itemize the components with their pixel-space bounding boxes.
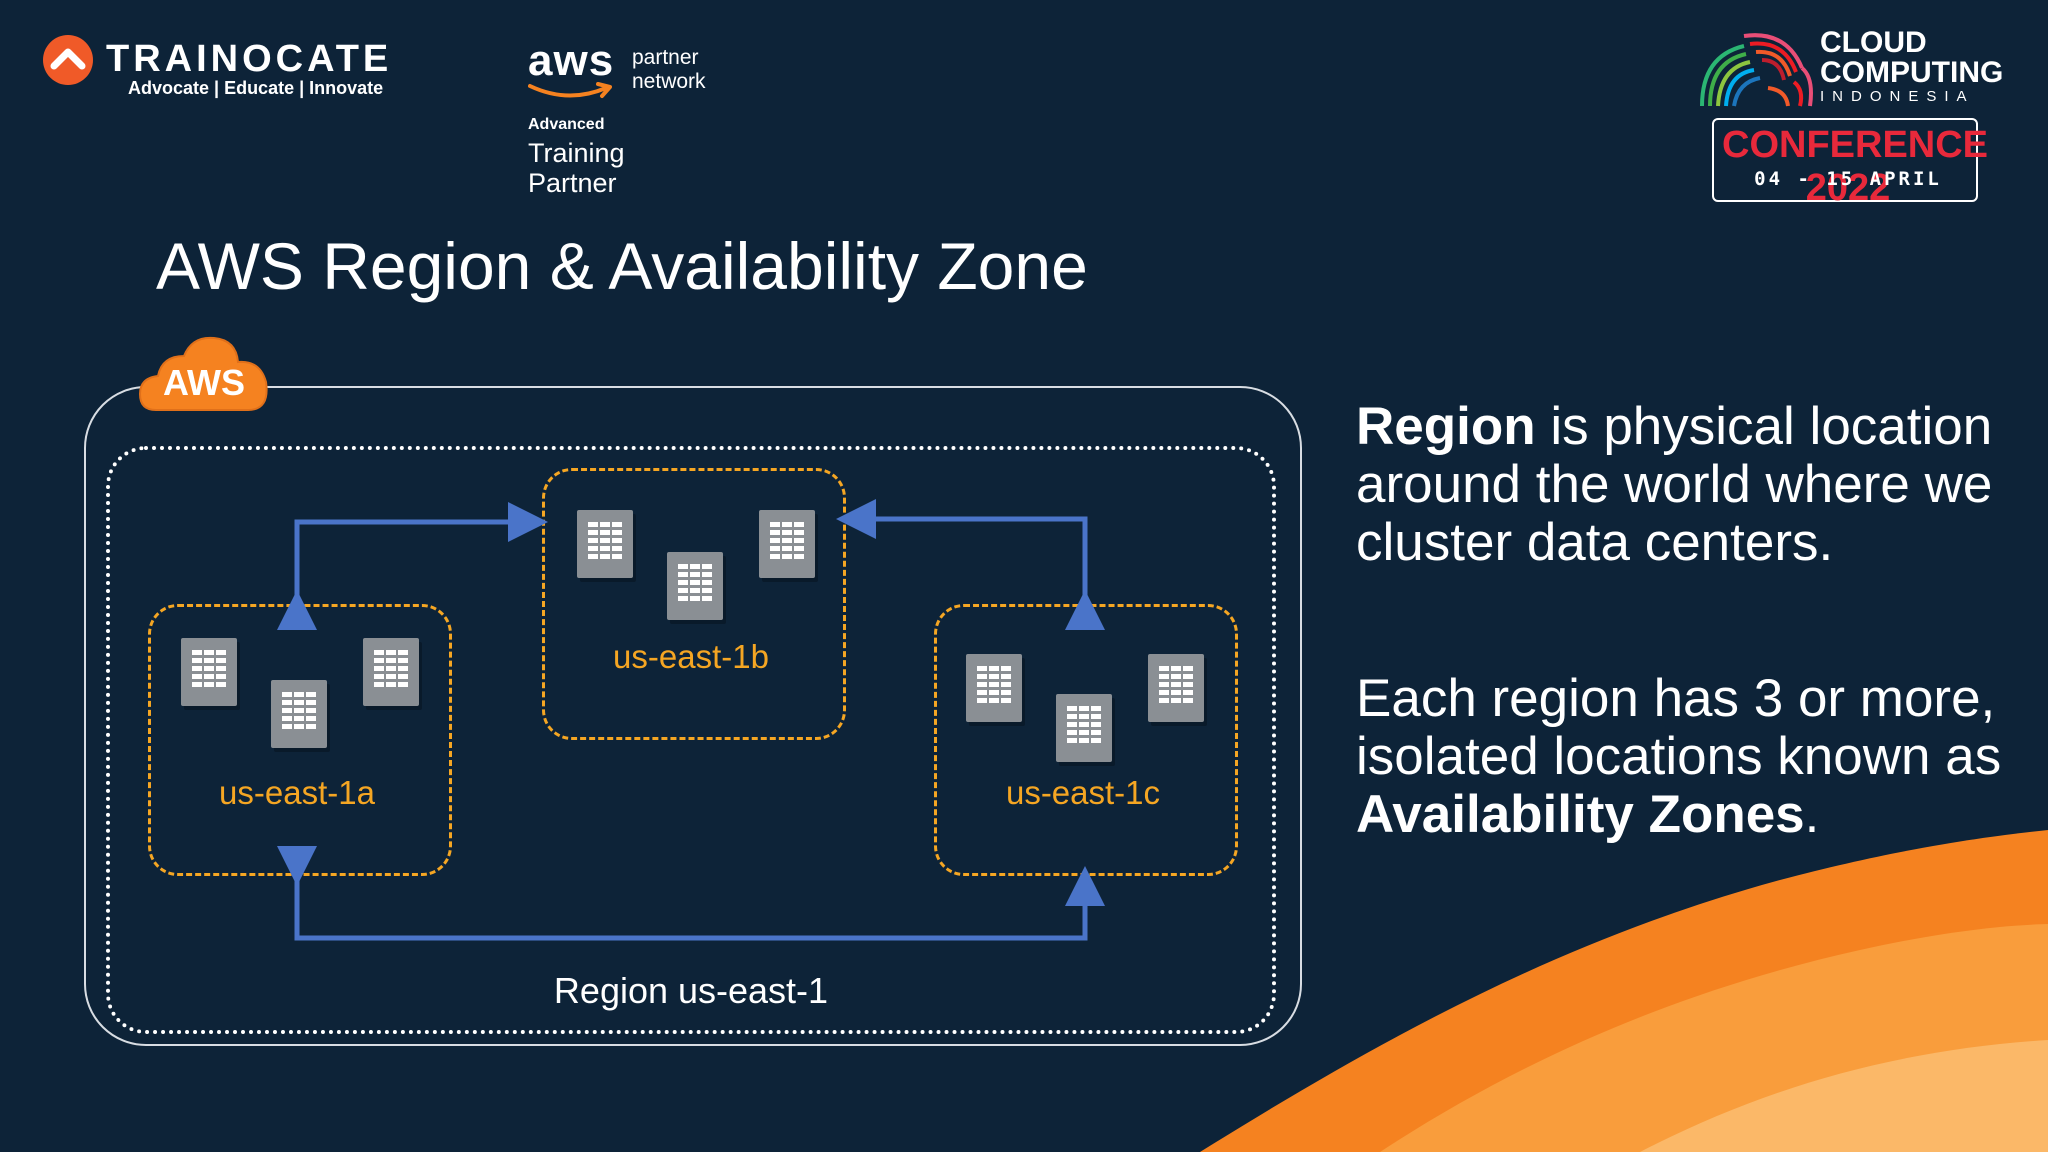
arrow-b-c [836, 499, 1105, 630]
term-region: Region [1356, 397, 1536, 456]
apn-line-partner: partner [632, 46, 699, 69]
slide-title: AWS Region & Availability Zone [156, 229, 1088, 303]
conference-frame [1712, 118, 1978, 202]
arrow-a-b [277, 502, 548, 630]
apn-tier: Advanced [528, 116, 605, 133]
server-icon [1148, 654, 1204, 722]
apn-program-line1: Training [528, 138, 625, 168]
apn-program: Training Partner [528, 138, 625, 198]
conference-name: CONFERENCE 2022 [1722, 124, 1989, 209]
event-line-indonesia: INDONESIA [1820, 88, 1975, 105]
region-label: Region us-east-1 [553, 970, 829, 1011]
server-icon [363, 638, 419, 706]
aws-smile-icon [528, 82, 612, 98]
availability-zone-definition: Each region has 3 or more, isolated loca… [1356, 670, 2016, 844]
az-definition-end: . [1804, 785, 1820, 844]
zone-label-c: us-east-1c [1005, 774, 1161, 811]
region-definition: Region is physical location around the w… [1356, 398, 2016, 572]
aws-cloud-icon [138, 336, 268, 411]
aws-wordmark: aws [528, 36, 615, 85]
term-availability-zones: Availability Zones [1356, 785, 1805, 844]
trainocate-name: TRAINOCATE [106, 38, 393, 80]
zone-label-a: us-east-1a [219, 774, 375, 811]
region-definition-text: is physical location around the world wh… [1356, 397, 1993, 572]
zone-label-b: us-east-1b [613, 638, 769, 675]
event-line-computing: COMPUTING [1820, 56, 2004, 89]
server-icon [181, 638, 237, 706]
server-icon [271, 680, 327, 748]
apn-label: partner network [632, 46, 706, 94]
arrow-a-c [277, 846, 1105, 941]
aws-cloud-label: AWS [162, 362, 245, 403]
server-icon [577, 510, 633, 578]
conference-dates: 04 - 15 APRIL [1754, 168, 1942, 190]
aws-cloud-container [84, 386, 1302, 1046]
apn-line-network: network [632, 70, 706, 93]
apn-program-line2: Partner [528, 168, 617, 198]
trainocate-logo-icon [43, 35, 93, 85]
server-icon [1056, 694, 1112, 762]
az-definition-text: Each region has 3 or more, isolated loca… [1356, 669, 2002, 786]
server-icon [966, 654, 1022, 722]
server-icon [667, 552, 723, 620]
region-container [106, 446, 1276, 1034]
event-line-cloud: CLOUD [1820, 26, 1927, 59]
cloud-fingerprint-icon [1700, 33, 1813, 107]
trainocate-tagline: Advocate | Educate | Innovate [128, 78, 384, 98]
server-icon [759, 510, 815, 578]
